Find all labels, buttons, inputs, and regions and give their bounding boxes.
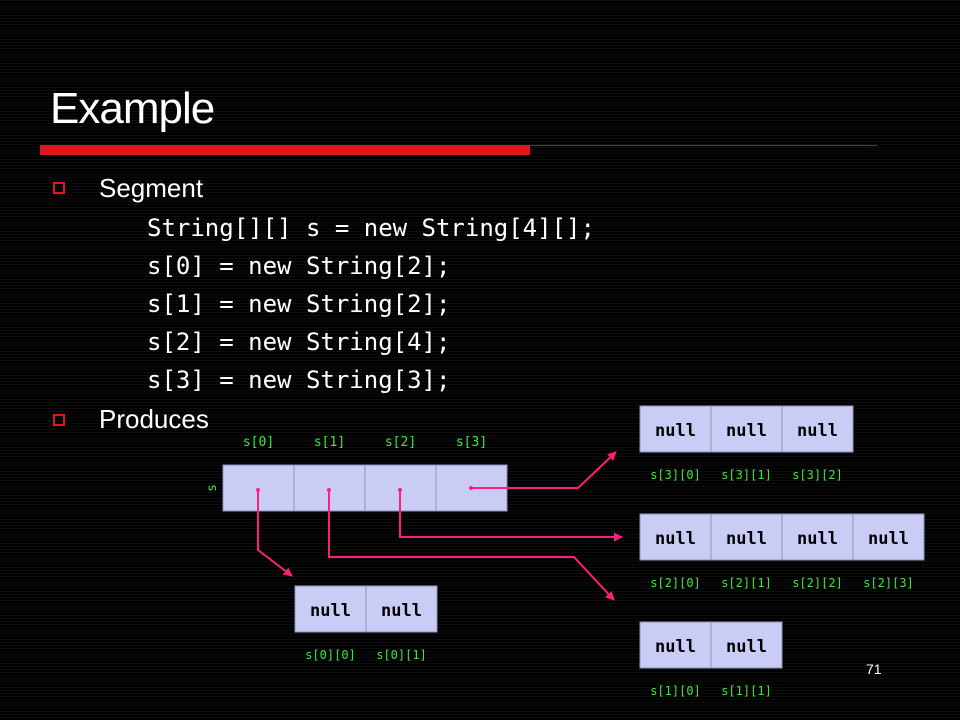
code-line: s[2] = new String[4]; <box>147 328 451 356</box>
reference-origin-dot <box>469 486 473 490</box>
inner-array-index-label: s[3][0] <box>650 468 701 482</box>
inner-array-cell <box>781 513 854 561</box>
inner-array-cell <box>365 585 438 633</box>
s1-reference-arrow <box>328 490 615 601</box>
reference-origin-dot <box>398 488 402 492</box>
reference-origin-dot <box>327 488 331 492</box>
inner-array-index-label: s[2][0] <box>650 576 701 590</box>
outer-array-index-label: s[1] <box>314 435 345 450</box>
s0-reference-arrow <box>257 490 293 577</box>
null-value: null <box>655 421 696 441</box>
page-number: 71 <box>866 661 882 677</box>
inner-array-cell <box>710 621 783 669</box>
null-value: null <box>655 637 696 657</box>
inner-array-cell <box>294 585 367 633</box>
inner-array-index-label: s[0][1] <box>376 648 427 662</box>
s2-reference-arrow <box>399 490 623 542</box>
bullet-square-icon <box>53 182 65 194</box>
outer-array-variable-label: s <box>205 484 220 492</box>
title-underline-bar <box>40 145 530 155</box>
inner-array-cell <box>781 405 854 453</box>
s3-reference-arrow <box>471 451 617 489</box>
null-value: null <box>726 637 767 657</box>
code-line: String[][] s = new String[4][]; <box>147 214 595 242</box>
inner-array-cell <box>710 405 783 453</box>
inner-array-cell <box>639 513 712 561</box>
bullet-square-icon <box>53 414 65 426</box>
inner-array-index-label: s[2][1] <box>721 576 772 590</box>
null-value: null <box>797 421 838 441</box>
null-value: null <box>868 529 909 549</box>
inner-array-index-label: s[1][1] <box>721 684 772 698</box>
inner-array-index-label: s[0][0] <box>305 648 356 662</box>
inner-array-index-label: s[2][2] <box>792 576 843 590</box>
code-line: s[1] = new String[2]; <box>147 290 451 318</box>
code-line: s[3] = new String[3]; <box>147 366 451 394</box>
outer-array-index-label: s[2] <box>385 435 416 450</box>
bullet-segment-label: Segment <box>99 173 204 203</box>
null-value: null <box>310 601 351 621</box>
reference-origin-dot <box>256 488 260 492</box>
null-value: null <box>381 601 422 621</box>
inner-array-cell <box>639 621 712 669</box>
inner-array-index-label: s[3][1] <box>721 468 772 482</box>
slide-title: Example <box>50 84 215 133</box>
outer-array-index-label: s[0] <box>243 435 274 450</box>
inner-array-cell <box>710 513 783 561</box>
outer-array-index-label: s[3] <box>456 435 487 450</box>
inner-array-index-label: s[1][0] <box>650 684 701 698</box>
title-underline-rule <box>530 145 878 146</box>
inner-array-index-label: s[3][2] <box>792 468 843 482</box>
null-value: null <box>655 529 696 549</box>
inner-array-cell <box>852 513 925 561</box>
bullet-produces-label: Produces <box>99 404 209 434</box>
code-line: s[0] = new String[2]; <box>147 252 451 280</box>
null-value: null <box>726 529 767 549</box>
inner-array-cell <box>639 405 712 453</box>
null-value: null <box>726 421 767 441</box>
null-value: null <box>797 529 838 549</box>
inner-array-index-label: s[2][3] <box>863 576 914 590</box>
